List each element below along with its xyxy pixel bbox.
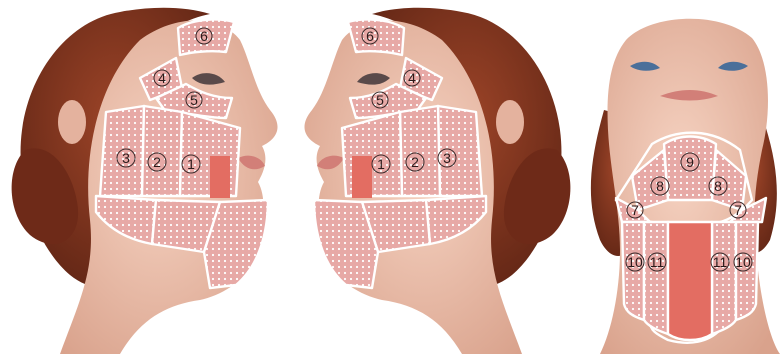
right-face-panel [304,8,570,354]
right-ear [496,100,524,144]
svg-text:3: 3 [443,150,451,166]
zone-label-11-left: 11 [648,253,666,271]
svg-text:5: 5 [376,92,384,108]
svg-text:3: 3 [122,150,130,166]
svg-text:7: 7 [631,202,639,218]
zone-label-10-right: 10 [734,253,752,271]
svg-text:8: 8 [656,178,664,194]
svg-text:9: 9 [686,154,694,170]
zone-10-right [736,222,758,320]
zone-label-10-left: 10 [626,253,644,271]
zone-11-right [712,222,736,334]
svg-text:6: 6 [366,28,374,44]
zone-2-left [142,106,182,196]
svg-text:6: 6 [200,28,208,44]
svg-text:2: 2 [153,154,161,170]
svg-text:5: 5 [190,92,198,108]
svg-text:10: 10 [627,254,643,270]
svg-text:11: 11 [713,254,728,270]
zone-11-left [644,222,668,334]
svg-text:1: 1 [377,156,385,172]
zone-6-right [348,20,404,55]
neck-center-strip [668,222,712,340]
zone-2-right [400,106,440,196]
svg-text:1: 1 [187,156,195,172]
neck-panel: 9 8 8 7 7 10 11 11 [591,19,780,354]
svg-text:8: 8 [714,178,722,194]
left-ear [58,100,86,144]
left-face-panel: 6 4 5 3 2 1 [12,8,278,354]
svg-text:10: 10 [735,254,751,270]
svg-text:7: 7 [734,202,742,218]
nasolabial-strip-right [352,156,372,198]
svg-text:4: 4 [158,70,166,86]
nasolabial-strip-left [210,156,230,198]
svg-text:4: 4 [408,70,416,86]
zone-label-11-right: 11 [711,253,729,271]
svg-text:11: 11 [650,254,665,270]
svg-text:2: 2 [411,154,419,170]
